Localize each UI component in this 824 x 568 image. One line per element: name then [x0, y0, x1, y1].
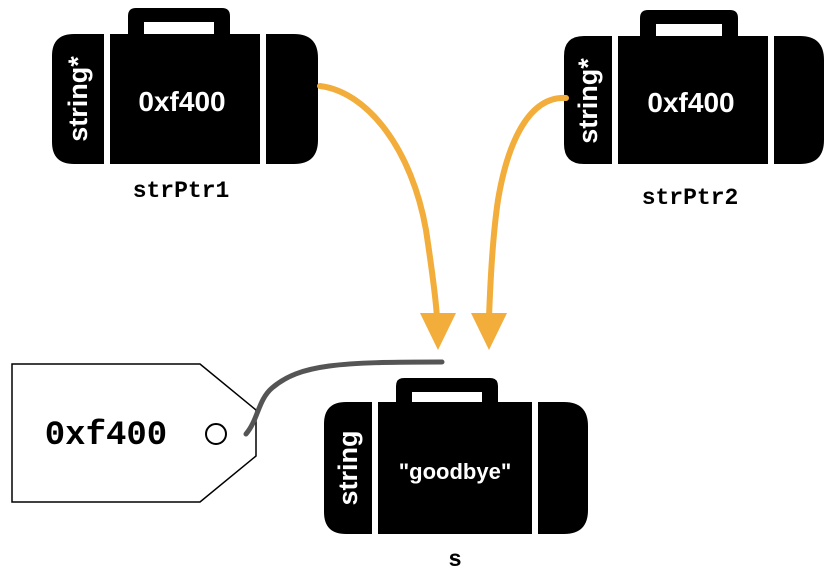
suitcase-value-label: 0xf400	[647, 87, 734, 118]
suitcase-left-panel	[324, 402, 372, 534]
suitcase-type-label: string	[333, 430, 363, 505]
suitcase-s: string "goodbye" s	[324, 378, 588, 568]
suitcase-body	[378, 402, 532, 534]
suitcase-value-label: "goodbye"	[399, 459, 512, 484]
suitcase-type-label: string*	[573, 58, 603, 144]
suitcase-handle	[640, 10, 738, 36]
suitcase-left-panel	[52, 34, 104, 164]
pointer-arrow-strptr2	[471, 94, 569, 350]
suitcase-right-panel	[774, 36, 824, 164]
suitcase-strptr2: string* 0xf400 strPtr2	[564, 10, 824, 211]
arrow-head	[471, 313, 507, 350]
tag-hole	[205, 423, 227, 445]
variable-name-s: s	[448, 547, 462, 568]
suitcase-value-label: 0xf400	[138, 86, 225, 117]
pointer-arrow-strptr1	[317, 83, 456, 350]
address-tag: 0xf400	[11, 363, 257, 503]
suitcase-right-panel	[538, 402, 588, 534]
suitcase-left-panel	[564, 36, 612, 164]
variable-name-strptr2: strPtr2	[642, 185, 739, 211]
suitcase-handle	[396, 378, 498, 404]
tag-string	[243, 359, 445, 437]
suitcase-type-label: string*	[63, 56, 93, 142]
suitcase-right-panel	[266, 34, 318, 164]
arrow-shaft	[317, 83, 440, 321]
tag-outline	[11, 363, 257, 503]
suitcase-handle	[128, 8, 230, 36]
suitcase-body	[110, 34, 260, 164]
arrow-head	[420, 313, 456, 350]
arrow-shaft	[486, 94, 569, 321]
tag-address-label: 0xf400	[45, 417, 167, 455]
variable-name-strptr1: strPtr1	[133, 178, 230, 204]
suitcase-body	[618, 36, 768, 164]
suitcase-strptr1: string* 0xf400 strPtr1	[52, 8, 318, 204]
